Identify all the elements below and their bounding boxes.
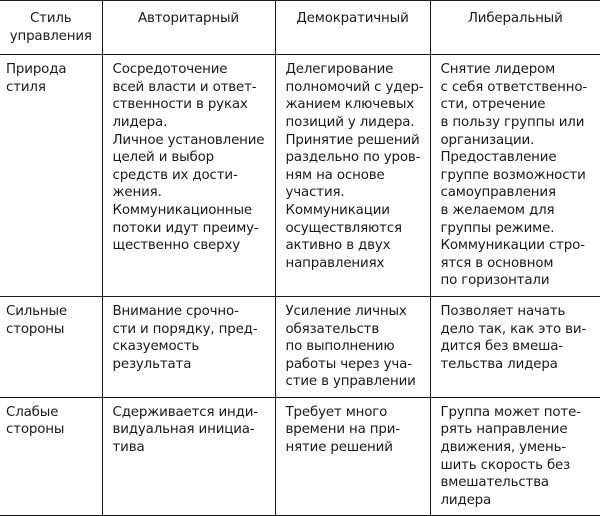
cell-text-line: по выполнению	[285, 339, 395, 355]
header-text-line: Стиль	[29, 11, 72, 26]
cell-democratic: Требует много времени на при-нятие решени…	[274, 397, 430, 516]
row-label-line: Сильные	[6, 303, 68, 319]
cell-text-line: движения, умень-	[440, 440, 567, 456]
cell-text-line: Требует много	[285, 404, 388, 420]
cell-text-line: целей и выбор	[112, 150, 215, 166]
cell-text-line: стие в управлении	[285, 374, 416, 390]
cell-text-line: средств их дости-	[112, 167, 238, 183]
cell-democratic: Усиление личных обязательств по выполнению…	[274, 296, 430, 398]
cell-text-line: лидера	[440, 492, 492, 508]
cell-text-line: самоуправления	[440, 185, 557, 201]
row-label-line: Природа	[6, 62, 67, 78]
cell-text-line: ням на основе	[285, 167, 385, 183]
cell-text-line: активно в двух	[285, 238, 391, 254]
cell-text-line: дится без вмеша-	[440, 339, 564, 355]
row-label-line: Слабые	[6, 404, 59, 420]
cell-text-line: лидера.	[112, 114, 168, 130]
cell-text-line: группы режиме.	[440, 220, 555, 236]
cell-text-line: ятся в основном	[440, 255, 554, 271]
cell-liberal: Позволяет начать дело так, как это ви-дит…	[429, 296, 600, 398]
cell-text-line: видуальная инициа-	[112, 422, 255, 438]
cell-text-line: Сосредоточение	[112, 62, 228, 78]
cell-text-line: ственности в руках	[112, 97, 248, 113]
cell-text-line: времени на при-	[285, 422, 401, 438]
cell-text-line: жанием ключевых	[285, 97, 415, 113]
cell-text-line: тельства лидера	[440, 356, 558, 372]
cell-text-line: с себя ответственно-	[440, 79, 588, 95]
header-authoritarian: Авторитарный	[101, 0, 275, 55]
cell-text-line: Делегирование	[285, 62, 394, 78]
header-democratic: Демократичный	[274, 0, 430, 55]
cell-text-line: жения.	[112, 185, 162, 201]
cell-text-line: работы через уча-	[285, 356, 413, 372]
cell-liberal: Группа может поте-рять направление движен…	[429, 397, 600, 516]
cell-authoritarian: Сдерживается инди-видуальная инициа-тива	[101, 397, 275, 516]
cell-text-line: Личное установление	[112, 132, 265, 148]
cell-text-line: Коммуникации	[285, 202, 390, 218]
cell-text-line: щественно сверху	[112, 238, 241, 254]
cell-text-line: нятие решений	[285, 440, 393, 456]
cell-text-line: в желаемом для	[440, 202, 555, 218]
cell-text-line: Внимание срочно-	[112, 303, 239, 319]
cell-text-line: потоки идут преиму-	[112, 220, 259, 236]
cell-text-line: дело так, как это ви-	[440, 321, 587, 337]
cell-text-line: осуществляются	[285, 220, 403, 236]
cell-text-line: всей власти и ответ-	[112, 79, 257, 95]
cell-text-line: обязательств	[285, 321, 380, 337]
cell-text-line: шить скорость без	[440, 457, 571, 473]
header-text-line: управления	[9, 28, 92, 44]
cell-authoritarian: Внимание срочно-сти и порядку, пред-сказ…	[101, 296, 275, 398]
cell-text-line: участия.	[285, 185, 345, 201]
cell-text-line: результата	[112, 356, 192, 372]
header-row: Стиль управления Авторитарный Демократичный…	[0, 0, 600, 55]
cell-text-line: Группа может поте-	[440, 404, 581, 420]
header-text-line: Либеральный	[467, 11, 563, 26]
cell-text-line: полномочий с удер-	[285, 79, 424, 95]
header-text-line: Авторитарный	[138, 11, 239, 26]
header-style: Стиль управления	[0, 1, 102, 55]
cell-text-line: тива	[112, 440, 145, 456]
header-text-line: Демократичный	[296, 11, 409, 26]
cell-text-line: Принятие решений	[285, 132, 420, 148]
cell-text-line: Коммуникации стро-	[440, 238, 585, 254]
row-label-line: стороны	[6, 422, 65, 438]
row-weaknesses: Слабые стороны Сдерживается инди-видуальна…	[0, 397, 600, 516]
cell-text-line: вмешательства	[440, 475, 550, 491]
cell-text-line: Предоставление	[440, 150, 557, 166]
cell-text-line: направлениях	[285, 255, 385, 271]
cell-text-line: Усиление личных	[285, 303, 407, 319]
cell-text-line: группе возможности	[440, 167, 586, 183]
row-label-line: стороны	[6, 321, 65, 337]
cell-text-line: организации.	[440, 132, 535, 148]
cell-text-line: рять направление	[440, 422, 568, 438]
cell-text-line: Коммуникационные	[112, 202, 253, 218]
cell-text-line: Позволяет начать	[440, 303, 566, 319]
cell-text-line: раздельно по уров-	[285, 150, 421, 166]
row-label: Сильные стороны	[0, 296, 102, 397]
row-label-line: стиля	[6, 79, 46, 95]
cell-text-line: в пользу группы или	[440, 114, 585, 130]
cell-text-line: сти и порядку, пред-	[112, 321, 258, 337]
row-strengths: Сильные стороны Внимание срочно-сти и поря…	[0, 296, 600, 398]
row-label: Слабые стороны	[0, 397, 102, 516]
cell-text-line: сказуемость	[112, 339, 200, 355]
cell-text-line: Сдерживается инди-	[112, 404, 259, 420]
header-liberal: Либеральный	[429, 0, 600, 55]
cell-text-line: по горизонтали	[440, 273, 550, 289]
cell-text-line: позиций у лидера.	[285, 114, 415, 130]
cell-text-line: Снятие лидером	[440, 62, 556, 78]
cell-text-line: сти, отречение	[440, 97, 546, 113]
